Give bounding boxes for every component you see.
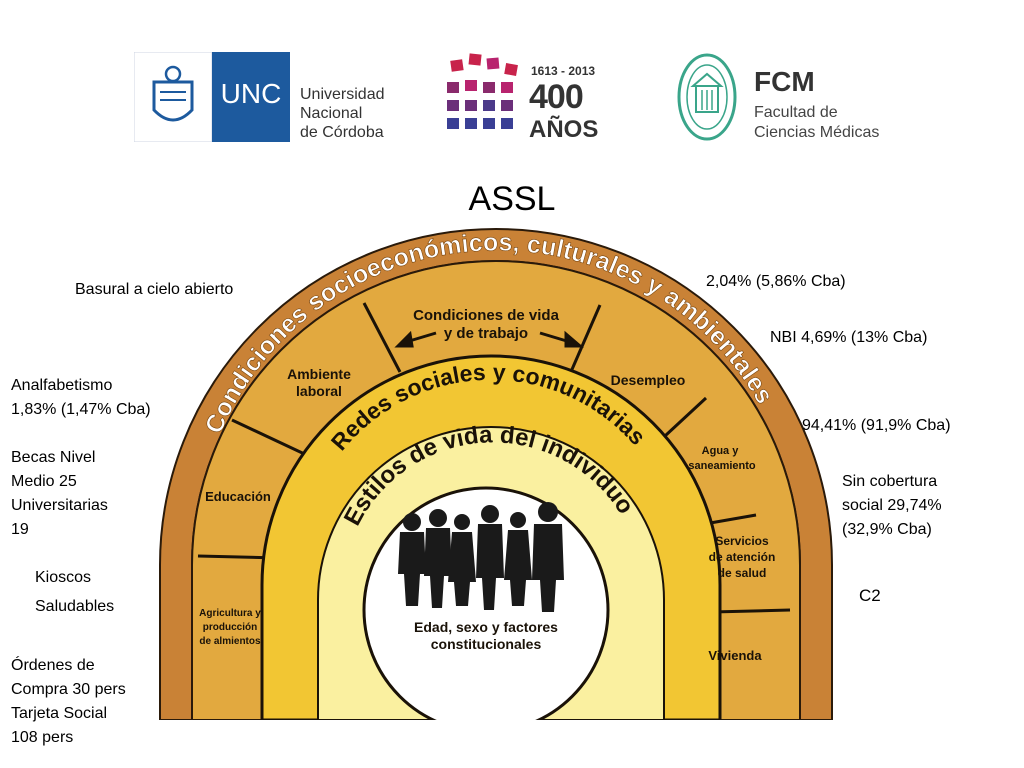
segment-servicios-line2: de atención <box>709 550 776 564</box>
note-cobertura: Sin cobertura social 29,74% (32,9% Cba) <box>842 473 942 538</box>
fcm-name-line1: Facultad de <box>754 104 838 121</box>
segment-servicios-line1: Servicios <box>715 534 769 548</box>
core-label-line1: Edad, sexo y factores <box>414 619 558 635</box>
note-c2: C2 <box>859 586 881 605</box>
note-pct-mid: 94,41% (91,9% Cba) <box>802 417 951 434</box>
segment-servicios-line3: de salud <box>718 566 767 580</box>
fcm-crest-icon <box>677 53 737 141</box>
segment-agricultura-line3: de almientos <box>199 636 261 647</box>
unc-name-line2: Nacional <box>300 105 363 122</box>
core-label-line2: constitucionales <box>431 636 542 652</box>
fcm-name-line2: Ciencias Médicas <box>754 124 880 141</box>
unc-crest-icon <box>134 52 212 142</box>
note-nbi: NBI 4,69% (13% Cba) <box>770 329 928 346</box>
anniversary-years: 1613 - 2013 <box>531 64 596 78</box>
fcm-abbr: FCM <box>754 66 815 97</box>
note-pct-top: 2,04% (5,86% Cba) <box>706 273 846 290</box>
unc-name-line1: Universidad <box>300 86 385 103</box>
segment-vivienda: Vivienda <box>708 648 762 663</box>
page-title: ASSL <box>468 180 556 218</box>
conditions-title-line1: Condiciones de vida <box>413 307 560 324</box>
segment-desempleo: Desempleo <box>611 372 686 388</box>
unc-abbr: UNC <box>220 78 282 109</box>
note-ordenes: Órdenes de Compra 30 pers Tarjeta Social… <box>11 657 126 746</box>
anniversary-word: AÑOS <box>529 116 599 143</box>
segment-educacion: Educación <box>205 489 271 504</box>
conditions-title-line2: y de trabajo <box>444 325 528 342</box>
segment-agua-line2: saneamiento <box>688 460 756 472</box>
unc-name-line3: de Córdoba <box>300 124 384 141</box>
segment-agua-line1: Agua y <box>702 445 740 457</box>
people-silhouette-icon <box>398 502 564 612</box>
double-arrow-icon <box>394 330 585 348</box>
segment-ambiente-line1: Ambiente <box>287 366 351 382</box>
note-kioscos-line2: Saludables <box>35 598 115 615</box>
segment-agricultura-line2: producción <box>203 622 257 633</box>
note-analfabetismo: Analfabetismo 1,83% (1,47% Cba) <box>11 377 151 418</box>
segment-agricultura-line1: Agricultura y <box>199 608 261 619</box>
unc-logo: UNC Universidad Nacional de Córdoba <box>134 52 384 142</box>
note-basural: Basural a cielo abierto <box>75 281 234 298</box>
pixel-blocks-icon <box>447 53 518 129</box>
anniversary-number: 400 <box>529 78 584 116</box>
segment-ambiente-line2: laboral <box>296 383 342 399</box>
anniversary-logo: 1613 - 2013 400 AÑOS <box>445 52 605 144</box>
note-kioscos-line1: Kioscos <box>35 569 92 586</box>
fcm-logo: FCM Facultad de Ciencias Médicas <box>676 52 886 144</box>
note-becas: Becas Nivel Medio 25 Universitarias 19 <box>11 449 108 538</box>
